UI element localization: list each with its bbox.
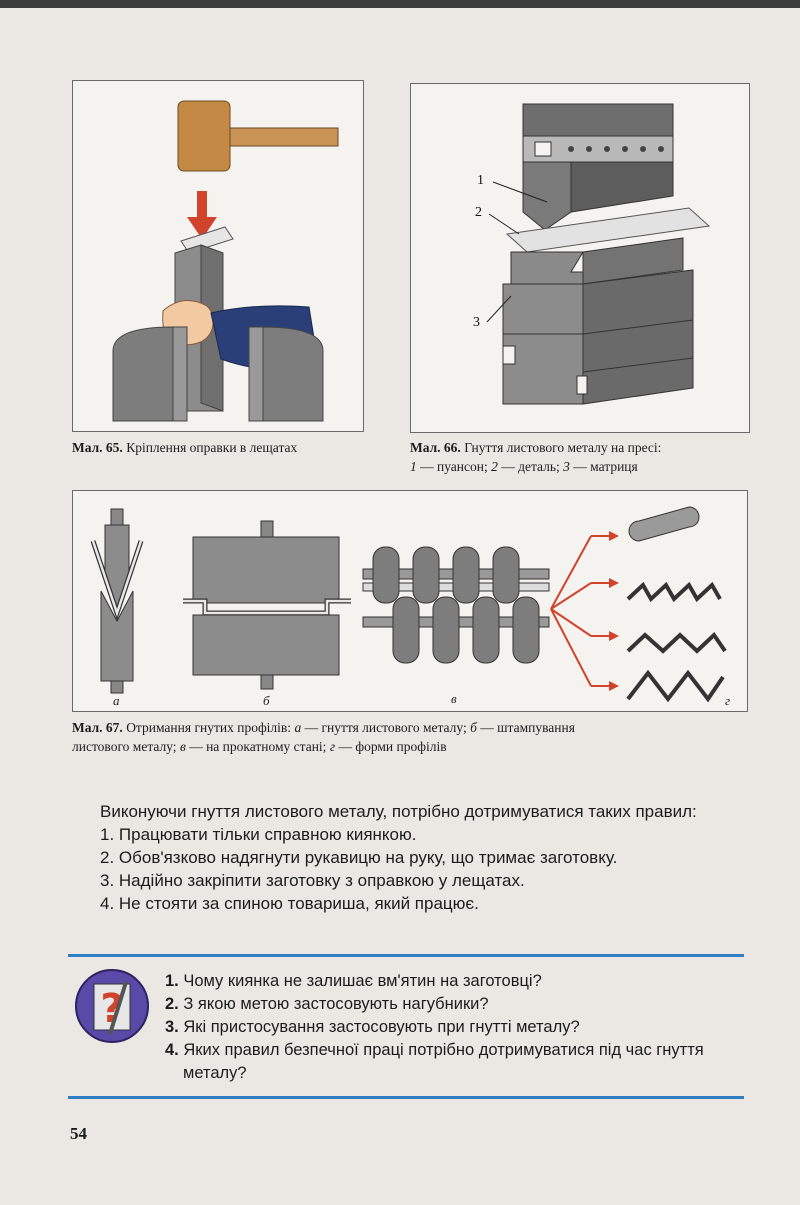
panel-label-v: в	[451, 691, 457, 706]
question-text: Які пристосування застосовують при гнутт…	[183, 1018, 580, 1036]
figure-67-label: Мал. 67.	[72, 720, 123, 735]
fig67-text-g: — форми профілів	[338, 739, 447, 754]
figure-66-label: Мал. 66.	[410, 440, 461, 455]
press-bending-illustration: 1 2 3	[411, 84, 749, 432]
legend-text-2: — деталь;	[501, 459, 560, 474]
fig67-letter-v: в	[179, 739, 186, 754]
question-text: З якою метою застосовують нагубники?	[183, 995, 489, 1013]
figure-65-caption: Мал. 65. Кріплення оправки в лещатах	[72, 438, 372, 457]
question-mark-icon: ?	[75, 969, 149, 1043]
svg-text:?: ?	[100, 986, 123, 1032]
panel-b-stamping: б	[183, 520, 351, 708]
question-number: 3.	[165, 1018, 179, 1036]
rule-item: 2. Обов'язково надягнути рукавицю на рук…	[100, 848, 618, 867]
panel-v-rolling: в	[362, 546, 550, 706]
page-number: 54	[70, 1124, 87, 1143]
rules-intro: Виконуючи гнуття листового металу, потрі…	[100, 802, 697, 821]
legend-text-3: — матриця	[573, 459, 638, 474]
question-item: 1. Чому киянка не залишає вм'ятин на заг…	[165, 970, 755, 993]
fig67-line1-prefix: Отримання гнутих профілів:	[126, 720, 292, 735]
safety-rules-section: Виконуючи гнуття листового металу, потрі…	[70, 800, 750, 915]
rules-list: 1. Працювати тільки справною киянкою. 2.…	[70, 823, 750, 915]
rule-item: 3. Надійно закріпити заготовку з оправко…	[100, 871, 525, 890]
question-number: 2.	[165, 995, 179, 1013]
fig67-letter-g: г	[329, 739, 336, 754]
rule-item: 4. Не стояти за спиною товариша, який пр…	[100, 894, 479, 913]
bent-profiles-illustration: а б в	[73, 491, 747, 711]
legend-text-1: — пуансон;	[420, 459, 488, 474]
figure-66-caption: Мал. 66. Гнуття листового металу на прес…	[410, 438, 755, 476]
figure-65-caption-text: Кріплення оправки в лещатах	[126, 440, 298, 455]
fig67-text-v: — на прокатному стані;	[189, 739, 327, 754]
panel-label-g: г	[725, 693, 730, 708]
question-item: 3. Які пристосування застосовують при гн…	[165, 1016, 755, 1039]
questions-top-divider	[68, 954, 744, 957]
figure-65-image	[72, 80, 364, 432]
question-number: 4.	[165, 1041, 179, 1059]
profile-arrows	[550, 535, 611, 687]
rule-item: 1. Працювати тільки справною киянкою.	[100, 825, 417, 844]
marker-1: 1	[477, 173, 484, 188]
review-questions: 1. Чому киянка не залишає вм'ятин на заг…	[165, 970, 755, 1085]
figure-66-caption-text: Гнуття листового металу на пресі:	[464, 440, 662, 455]
figure-65-label: Мал. 65.	[72, 440, 123, 455]
legend-num-2: 2	[491, 459, 498, 474]
figure-67-image: а б в	[72, 490, 748, 712]
fig67-text-b: — штампування	[480, 720, 575, 735]
marker-2: 2	[475, 205, 482, 220]
marker-3: 3	[473, 315, 480, 330]
question-item: 4. Яких правил безпечної праці потрібно …	[165, 1039, 755, 1085]
fig67-text-a: — гнуття листового металу;	[304, 720, 467, 735]
panel-label-b: б	[263, 693, 270, 708]
questions-bottom-divider	[68, 1096, 744, 1099]
panel-label-a: а	[113, 693, 120, 708]
vise-mandrel-illustration	[73, 81, 363, 431]
legend-num-3: 3	[563, 459, 570, 474]
fig67-line2-prefix: листового металу;	[72, 739, 177, 754]
panel-a-vbend: а	[90, 508, 144, 708]
fig67-letter-b: б	[470, 720, 477, 735]
figure-66-image: 1 2 3	[410, 83, 750, 433]
question-number: 1.	[165, 972, 179, 990]
page-top-edge	[0, 0, 800, 8]
figure-67-caption: Мал. 67. Отримання гнутих профілів: а — …	[72, 718, 762, 756]
question-text: Яких правил безпечної праці потрібно дот…	[183, 1041, 704, 1082]
fig67-letter-a: а	[294, 720, 302, 735]
legend-num-1: 1	[410, 459, 417, 474]
question-item: 2. З якою метою застосовують нагубники?	[165, 993, 755, 1016]
question-text: Чому киянка не залишає вм'ятин на загото…	[183, 972, 542, 990]
panel-g-profiles	[626, 506, 727, 703]
